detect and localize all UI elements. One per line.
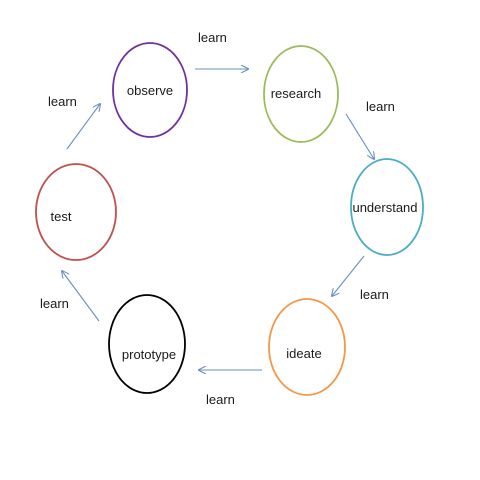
edge-label-observe-research: learn: [198, 30, 227, 45]
node-observe: observe: [112, 42, 188, 138]
edge-label-prototype-test: learn: [40, 296, 69, 311]
node-circle-observe: [112, 42, 188, 138]
node-understand: understand: [350, 158, 424, 256]
node-circle-ideate: [268, 298, 346, 396]
edge-arrow-understand-ideate: [332, 255, 365, 296]
node-circle-research: [263, 45, 339, 143]
edge-arrow-test-observe: [66, 104, 100, 150]
node-label-ideate: ideate: [286, 346, 321, 361]
edge-labels: learn learn learn learn learn learn: [40, 30, 395, 407]
nodes: observe research understand ideate proto…: [35, 42, 424, 396]
node-label-prototype: prototype: [122, 347, 176, 362]
edge-label-understand-ideate: learn: [360, 287, 389, 302]
node-label-research: research: [271, 86, 322, 101]
node-circle-test: [35, 163, 117, 261]
node-label-observe: observe: [127, 83, 173, 98]
edge-label-research-understand: learn: [366, 99, 395, 114]
node-test: test: [35, 163, 117, 261]
edge-arrow-research-understand: [345, 113, 374, 159]
node-ideate: ideate: [268, 298, 346, 396]
node-label-test: test: [51, 209, 72, 224]
edges: [62, 69, 374, 370]
edge-label-test-observe: learn: [48, 94, 77, 109]
node-circle-understand: [350, 158, 424, 256]
node-research: research: [263, 45, 339, 143]
edge-arrow-prototype-test: [62, 271, 100, 322]
node-label-understand: understand: [352, 200, 417, 215]
node-prototype: prototype: [108, 294, 186, 394]
edge-label-ideate-prototype: learn: [206, 392, 235, 407]
node-circle-prototype: [108, 294, 186, 394]
